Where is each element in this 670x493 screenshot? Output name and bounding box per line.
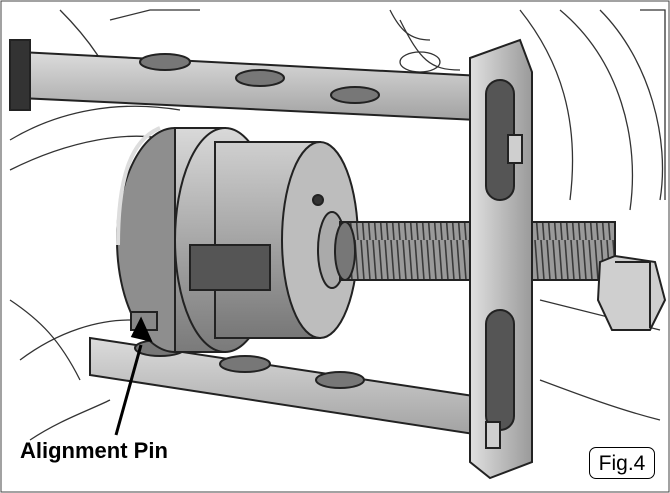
alignment-pin-arrow xyxy=(114,311,158,436)
figure-label: Fig.4 xyxy=(589,447,655,479)
alignment-pin-label: Alignment Pin xyxy=(20,438,168,463)
top-bar xyxy=(9,39,521,124)
cross-plate xyxy=(469,38,533,480)
hex-nut xyxy=(596,254,667,331)
cylinder-body xyxy=(189,141,359,339)
bottom-bar xyxy=(89,336,501,440)
threaded-rod xyxy=(317,211,616,289)
